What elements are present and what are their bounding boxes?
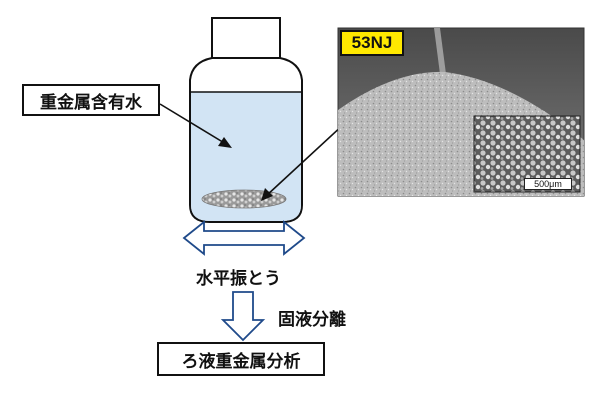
scale-bar-text: 500μm bbox=[534, 179, 562, 189]
down-arrow bbox=[220, 291, 266, 342]
shaking-label: 水平振とう bbox=[196, 269, 281, 289]
sample-bottle bbox=[189, 17, 303, 223]
arrow-sample-head bbox=[261, 188, 273, 201]
arrow-water-head bbox=[218, 137, 232, 148]
analysis-label: ろ液重金属分析 bbox=[157, 342, 325, 376]
adsorbent-sample bbox=[201, 189, 287, 209]
scale-bar-label: 500μm bbox=[524, 178, 572, 190]
material-name-badge: 53NJ bbox=[340, 30, 404, 56]
separation-label: 固液分離 bbox=[278, 310, 346, 330]
shake-double-arrow bbox=[182, 220, 306, 256]
heavy-metal-water-text: 重金属含有水 bbox=[40, 92, 142, 113]
falling-stream bbox=[434, 28, 446, 74]
material-name-text: 53NJ bbox=[351, 33, 393, 52]
material-photo bbox=[337, 27, 585, 197]
analysis-text: ろ液重金属分析 bbox=[181, 351, 301, 372]
bottle-cap bbox=[211, 17, 281, 59]
heavy-metal-water-label: 重金属含有水 bbox=[22, 84, 160, 116]
arrow-water-pointer bbox=[159, 103, 227, 145]
